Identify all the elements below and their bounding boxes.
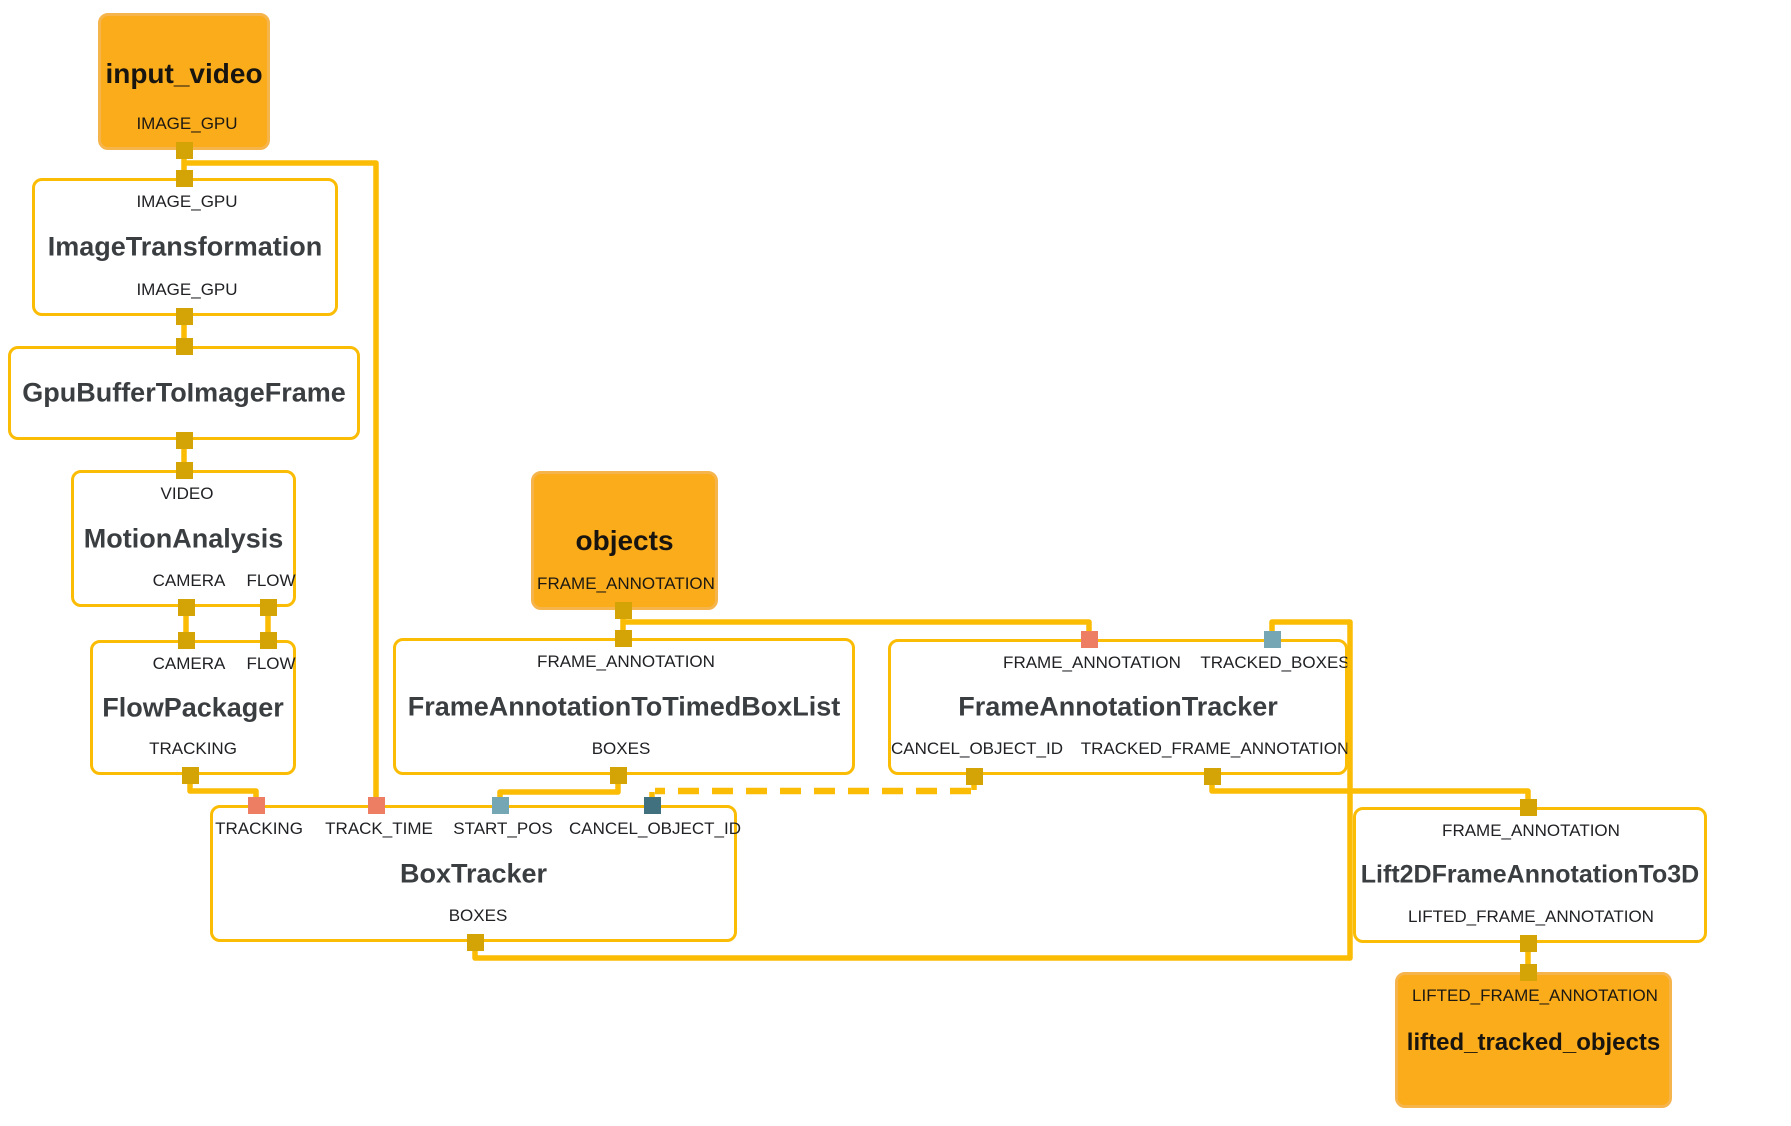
port-label-frame-annotation: FRAME_ANNOTATION [1003,653,1181,672]
port-tracker-cancel-object-id-out[interactable] [966,768,983,785]
node-boxtracker[interactable]: TRACKING TRACK_TIME START_POS CANCEL_OBJ… [210,805,741,942]
port-label-boxes: BOXES [591,739,651,758]
port-tracker-tracked-boxes-in[interactable] [1264,631,1281,648]
port-label-tracked-boxes: TRACKED_BOXES [1200,653,1350,672]
edge-flowpackager-boxtracker-tracking [187,775,259,805]
port-label-flow: FLOW [246,571,296,590]
port-label-image-gpu: IMAGE_GPU [136,114,238,133]
port-label-cancel-object-id: CANCEL_OBJECT_ID [891,739,1063,758]
node-title: Lift2DFrameAnnotationTo3D [1360,860,1700,889]
port-flowpackager-flow-in[interactable] [260,632,277,649]
port-label-frame-annotation: FRAME_ANNOTATION [537,574,715,593]
port-imagetransformation-image-gpu-in[interactable] [176,170,193,187]
port-objects-frame-annotation-out[interactable] [615,602,632,619]
port-tracker-tracked-frame-annotation-out[interactable] [1204,768,1221,785]
node-objects[interactable]: objects FRAME_ANNOTATION [531,471,718,610]
port-boxtracker-track-time-in[interactable] [368,797,385,814]
node-lift2dframeannotationto3d[interactable]: FRAME_ANNOTATION Lift2DFrameAnnotationTo… [1353,807,1707,943]
port-motionanalysis-camera-out[interactable] [178,599,195,616]
edge-timedboxlist-boxtracker-startpos [497,775,621,805]
port-flowpackager-tracking-out[interactable] [182,767,199,784]
port-label-track-time: TRACK_TIME [325,819,433,838]
port-label-flow: FLOW [246,654,296,673]
node-title: MotionAnalysis [83,523,284,553]
port-label-tracking: TRACKING [215,819,303,838]
port-boxtracker-cancel-object-id-in[interactable] [644,797,661,814]
port-label-camera: CAMERA [152,654,226,673]
node-title: input_video [105,57,263,89]
ports [176,142,1537,981]
node-input-video[interactable]: input_video IMAGE_GPU [98,13,270,150]
port-tracker-frame-annotation-in[interactable] [1081,631,1098,648]
port-label-camera: CAMERA [152,571,226,590]
node-lifted-tracked-objects[interactable]: LIFTED_FRAME_ANNOTATION lifted_tracked_o… [1395,972,1672,1108]
node-gpubuffertoimageframe[interactable]: GpuBufferToImageFrame [8,346,360,440]
node-motionanalysis[interactable]: VIDEO MotionAnalysis CAMERA FLOW [71,470,296,607]
port-gpubuffer-in[interactable] [176,338,193,355]
node-imagetransformation[interactable]: IMAGE_GPU ImageTransformation IMAGE_GPU [32,178,338,316]
port-timedboxlist-frame-annotation-in[interactable] [615,630,632,647]
port-lifted-tracked-objects-in[interactable] [1520,964,1537,981]
port-label-lifted-frame-annotation: LIFTED_FRAME_ANNOTATION [1412,986,1658,1005]
node-title: GpuBufferToImageFrame [22,377,346,408]
port-flowpackager-camera-in[interactable] [178,632,195,649]
port-label-start-pos: START_POS [453,819,553,838]
port-label-boxes: BOXES [448,906,508,925]
port-imagetransformation-image-gpu-out[interactable] [176,308,193,325]
node-title: objects [575,524,674,556]
node-flowpackager[interactable]: CAMERA FLOW FlowPackager TRACKING [90,640,296,775]
port-input-video-image-gpu-out[interactable] [176,142,193,159]
node-title: lifted_tracked_objects [1406,1028,1661,1056]
edge-objects-frameannotationtracker [623,619,1092,639]
port-label-frame-annotation: FRAME_ANNOTATION [537,652,715,671]
port-boxtracker-tracking-in[interactable] [248,797,265,814]
port-label-tracking: TRACKING [149,739,237,758]
port-boxtracker-start-pos-in[interactable] [492,797,509,814]
node-title: BoxTracker [399,858,548,888]
port-label-image-gpu: IMAGE_GPU [136,192,238,211]
port-label-video: VIDEO [160,484,214,503]
port-motionanalysis-video-in[interactable] [176,462,193,479]
node-frameannotationtotimedboxlist[interactable]: FRAME_ANNOTATION FrameAnnotationToTimedB… [393,638,855,775]
node-title: FrameAnnotationToTimedBoxList [407,691,841,721]
node-title: FlowPackager [102,692,284,722]
edge-tracker-lift2d [1209,776,1531,807]
port-timedboxlist-boxes-out[interactable] [610,767,627,784]
port-motionanalysis-flow-out[interactable] [260,599,277,616]
port-boxtracker-boxes-out[interactable] [467,934,484,951]
port-gpubuffer-out[interactable] [176,432,193,449]
port-label-lifted-frame-annotation: LIFTED_FRAME_ANNOTATION [1408,907,1654,926]
port-label-frame-annotation: FRAME_ANNOTATION [1442,821,1620,840]
port-lift2d-lifted-frame-annotation-out[interactable] [1520,935,1537,952]
port-label-cancel-object-id: CANCEL_OBJECT_ID [569,819,741,838]
node-title: ImageTransformation [47,231,323,262]
node-frameannotationtracker[interactable]: FRAME_ANNOTATION TRACKED_BOXES FrameAnno… [888,639,1350,775]
port-label-image-gpu: IMAGE_GPU [136,280,238,299]
port-lift2d-frame-annotation-in[interactable] [1520,799,1537,816]
node-title: FrameAnnotationTracker [958,691,1278,722]
port-label-tracked-frame-annotation: TRACKED_FRAME_ANNOTATION [1080,739,1350,758]
